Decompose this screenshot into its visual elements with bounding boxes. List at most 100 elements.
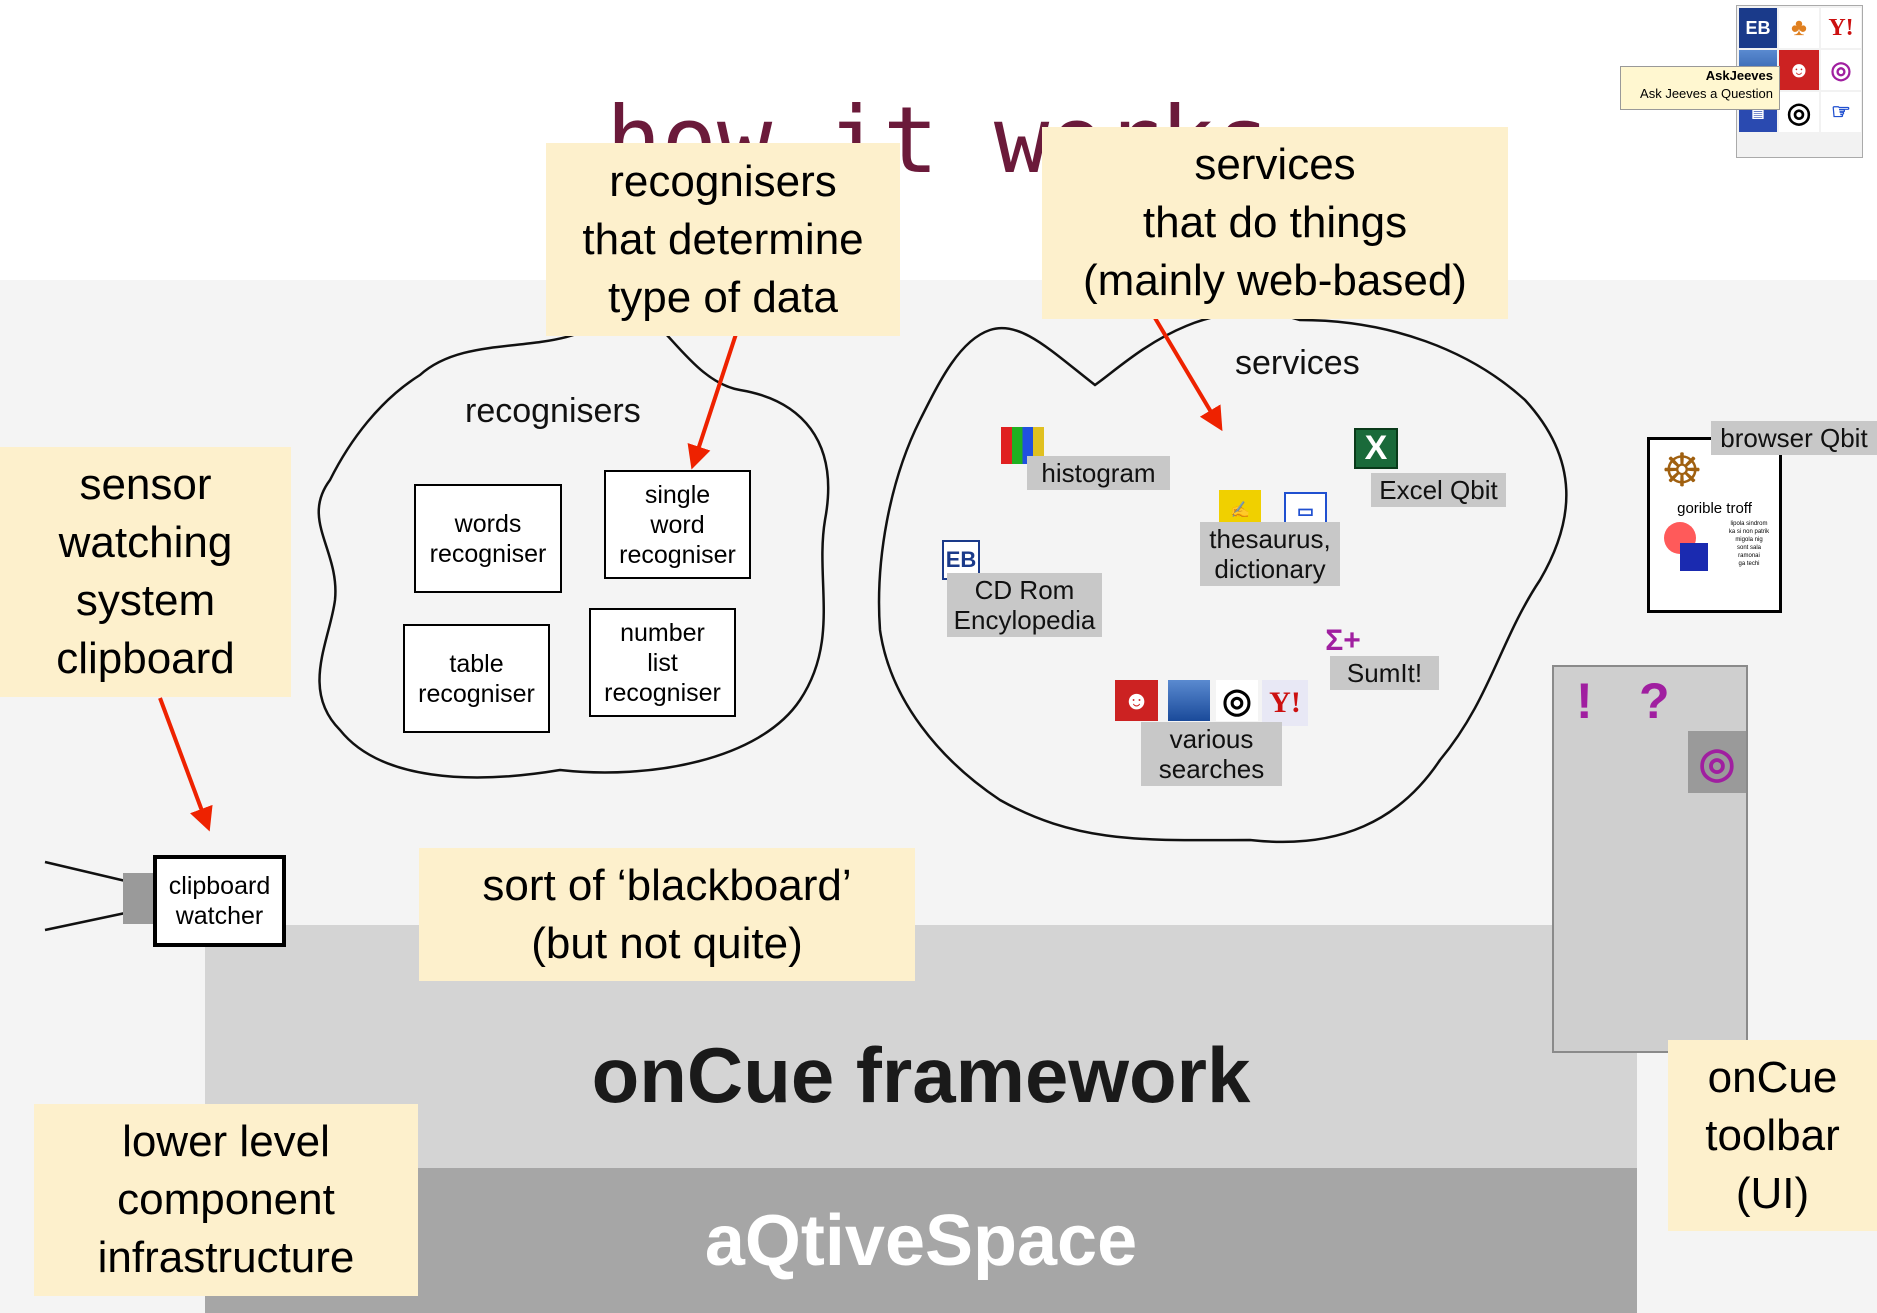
callout-line: system (75, 576, 216, 625)
label-line: dictionary (1214, 554, 1326, 584)
question-icon[interactable]: ? (1639, 673, 1670, 729)
tooltip-subtitle: Ask Jeeves a Question (1640, 86, 1773, 101)
cd-rom-encyclopedia-label: CD Rom Encylopedia (947, 573, 1102, 637)
excel-icon[interactable]: X (1354, 428, 1398, 469)
callout-line: that determine (582, 214, 864, 264)
histogram-label: histogram (1027, 456, 1170, 490)
single-word-recogniser-box: single word recogniser (604, 470, 751, 579)
arrow-services (1153, 316, 1223, 432)
aqtivespace-layer (205, 1168, 1637, 1313)
tooltip-title: AskJeeves (1705, 68, 1773, 83)
browser-qbit-label: browser Qbit (1711, 421, 1877, 455)
callout-line: (but not quite) (531, 918, 803, 968)
callout-line: lower level (122, 1117, 330, 1166)
hand-icon: ☞ (1821, 92, 1861, 132)
figure-icon: ♣ (1779, 8, 1819, 48)
sum-icon[interactable]: Σ+ (1323, 623, 1363, 659)
box-line: list (647, 648, 678, 677)
box-line: watcher (175, 902, 264, 930)
orbit-logo-icon[interactable]: ◎ (1688, 731, 1746, 793)
arrow-recognisers (687, 327, 740, 470)
exclamation-icon[interactable]: ! (1576, 673, 1593, 729)
box-line: recogniser (418, 679, 535, 708)
box-line: table (449, 649, 504, 678)
box-line: clipboard (168, 872, 271, 900)
various-searches-label: various searches (1141, 722, 1282, 786)
oncue-framework-label: onCue framework (591, 1031, 1251, 1119)
services-cloud-title: services (1235, 344, 1360, 382)
target-icon: ◎ (1779, 92, 1819, 132)
aqtivespace-label: aQtiveSpace (704, 1201, 1138, 1281)
box-line: recogniser (429, 539, 547, 568)
target-search-icon[interactable]: ◎ (1216, 680, 1258, 721)
askjeeves-butler-icon[interactable]: ☻ (1115, 680, 1158, 721)
callout-line: recognisers (609, 156, 837, 206)
doc-text-line: ramonai (1738, 553, 1760, 559)
doc-text-line: sont sala (1736, 545, 1761, 551)
doc-text-line: migola nig (1735, 537, 1763, 543)
callout-toolbar: onCue toolbar (UI) (1668, 1040, 1877, 1231)
label-line: CD Rom (974, 575, 1075, 605)
eb-glyph: EB (945, 547, 977, 572)
box-line: recogniser (604, 678, 721, 707)
label-line: searches (1158, 754, 1265, 784)
browser-qbit-doc-title: gorible troff (1677, 500, 1752, 517)
excel-qbit-label: Excel Qbit (1371, 473, 1506, 507)
recognisers-cloud (317, 306, 830, 779)
callout-line: (mainly web-based) (1083, 256, 1467, 305)
sensor-wire-bottom (44, 910, 131, 932)
box-line: word (650, 510, 705, 539)
eb-glyph: EB (1745, 17, 1771, 38)
callout-line: onCue (1707, 1052, 1838, 1102)
doc-text-line: ka si non patrik (1728, 529, 1770, 535)
callout-line: watching (58, 518, 233, 567)
callout-line: that do things (1142, 198, 1408, 247)
recognisers-cloud-title: recognisers (465, 392, 641, 430)
callout-line: sort of ‘blackboard’ (482, 860, 852, 910)
excel-glyph: X (1364, 429, 1388, 467)
callout-blackboard: sort of ‘blackboard’ (but not quite) (419, 848, 915, 981)
orbit-icon: ◎ (1821, 50, 1861, 90)
box-line: words (454, 509, 522, 538)
doc-text-line: ga techi (1738, 561, 1760, 567)
callout-line: toolbar (1705, 1110, 1840, 1160)
sensor-wire-top (44, 860, 131, 884)
label-line: thesaurus, (1209, 524, 1331, 554)
browser-qbit-doc-text: lipola sindrom ka si non patrik migola n… (1720, 520, 1778, 568)
oncue-toolbar[interactable]: ! ? ◎ (1552, 665, 1748, 1053)
callout-line: component (117, 1175, 335, 1224)
label-line: Encylopedia (953, 605, 1096, 635)
callout-line: infrastructure (97, 1233, 355, 1282)
sensor-plug (123, 873, 158, 924)
doc-text-line: lipola sindrom (1730, 521, 1768, 527)
callout-sensor: sensor watching system clipboard (0, 447, 291, 697)
yahoo-icon[interactable]: Y! (1262, 680, 1308, 726)
clipboard-watcher-box: clipboard watcher (153, 855, 286, 947)
yahoo-glyph: Y! (1828, 14, 1854, 41)
browser-qbit-document[interactable]: ☸ gorible troff lipola sindrom ka si non… (1647, 437, 1782, 613)
callout-services: services that do things (mainly web-base… (1042, 127, 1508, 319)
eb-icon: EB (1739, 8, 1777, 48)
blue-cube-shape (1680, 543, 1708, 571)
sumit-label: SumIt! (1330, 656, 1439, 690)
ship-wheel-icon: ☸ (1661, 444, 1703, 496)
arrow-sensor (158, 697, 213, 832)
table-recogniser-box: table recogniser (403, 624, 550, 733)
callout-line: sensor (79, 460, 212, 509)
callout-line: clipboard (56, 634, 235, 683)
words-recogniser-box: words recogniser (414, 484, 562, 593)
box-line: number (620, 618, 705, 647)
mountain-search-icon[interactable] (1168, 680, 1210, 721)
butler-icon: ☻ (1779, 50, 1819, 90)
sum-glyph: Σ+ (1325, 624, 1361, 657)
callout-line: services (1194, 140, 1356, 189)
box-line: single (644, 480, 711, 509)
askjeeves-tooltip: AskJeeves Ask Jeeves a Question (1620, 66, 1780, 110)
yahoo-icon: Y! (1821, 8, 1861, 48)
thesaurus-dictionary-label: thesaurus, dictionary (1200, 522, 1340, 586)
number-list-recogniser-box: number list recogniser (589, 608, 736, 717)
label-line: various (1169, 724, 1254, 754)
callout-recognisers: recognisers that determine type of data (546, 143, 900, 336)
callout-line: (UI) (1735, 1168, 1810, 1218)
